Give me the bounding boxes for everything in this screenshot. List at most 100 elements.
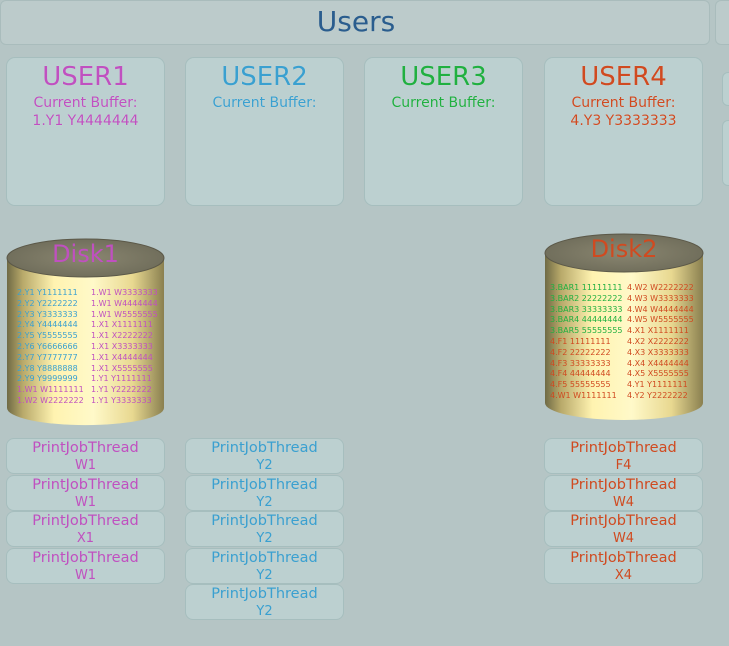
user-name: USER1: [42, 62, 129, 92]
disk-file-entry: 4.F4 44444444: [550, 369, 611, 379]
disk-file-entry: 4.X4 X4444444: [627, 358, 689, 368]
disk-file-entry: 2.Y5 Y5555555: [17, 331, 78, 341]
print-job-target: Y2: [256, 494, 273, 510]
disk-file-entry: 3.BAR5 55555555: [550, 326, 623, 336]
print-job-label: PrintJobThread: [570, 549, 677, 566]
disk-file-entry: 4.W5 W5555555: [627, 315, 694, 325]
disk-file-entry: 3.BAR3 33333333: [550, 304, 623, 314]
disk-file-entry: 1.X1 X5555555: [91, 363, 153, 373]
disk-file-entry: 1.Y1 Y2222222: [91, 385, 152, 395]
user-name: USER4: [580, 62, 667, 92]
print-job-target: X1: [76, 531, 95, 547]
disk-file-entry: 3.BAR2 22222222: [550, 293, 623, 303]
disk-cylinder-icon: [6, 238, 165, 426]
disk-1: Disk1 2.Y1 Y1111111 1.W1 W3333333 2.Y2 Y22…: [6, 238, 165, 426]
disk-file-entry: 1.W1 W5555555: [91, 309, 158, 319]
disk-file-entry: 4.F3 33333333: [550, 358, 611, 368]
buffer-label: Current Buffer:: [33, 95, 138, 111]
disk-file-entry: 1.X1 X3333333: [91, 341, 153, 351]
disk-cylinder-icon: [544, 233, 704, 420]
user-card-2: USER2 Current Buffer:: [185, 57, 344, 206]
disk-file-entry: 4.W3 W3333333: [627, 293, 694, 303]
user-card-1: USER1 Current Buffer: 1.Y1 Y4444444: [6, 57, 165, 206]
disk-file-entry: 2.Y7 Y7777777: [17, 352, 78, 362]
disk-file-entry: 2.Y9 Y9999999: [17, 374, 78, 384]
disk-file-entry: 4.F2 22222222: [550, 347, 611, 357]
user-name: USER2: [221, 62, 308, 92]
print-job-label: PrintJobThread: [32, 440, 139, 456]
disk-file-entry: 4.X3 X3333333: [627, 347, 689, 357]
disk-file-entry: 1.X1 X1111111: [91, 320, 153, 330]
disk-file-entry: 2.Y1 Y1111111: [17, 288, 78, 297]
print-job-label: PrintJobThread: [211, 440, 318, 456]
disk-file-entry: 4.X5 X5555555: [627, 369, 689, 379]
print-job-label: PrintJobThread: [570, 513, 677, 530]
disk-file-entry: 1.X1 X4444444: [91, 352, 153, 362]
disk-label: Disk1: [52, 240, 119, 268]
disk-file-entry: 4.F1 11111111: [550, 336, 611, 346]
buffer-label: Current Buffer:: [391, 95, 496, 111]
print-job-target: X4: [614, 567, 633, 583]
print-job-target: Y2: [256, 604, 273, 620]
print-job-label: PrintJobThread: [570, 476, 677, 493]
disk-file-entry: 1.W1 W3333333: [91, 288, 158, 297]
disk-file-entry: 1.Y1 Y1111111: [91, 374, 152, 384]
print-job-target: Y2: [256, 458, 273, 473]
buffer-label: Current Buffer:: [571, 95, 676, 111]
buffer-value: 1.Y1 Y4444444: [32, 113, 139, 129]
disk-file-entry: 3.BAR4 44444444: [550, 315, 623, 325]
page-title: Users: [316, 5, 396, 38]
buffer-value: 4.Y3 Y3333333: [570, 113, 677, 129]
disk-file-entry: 2.Y8 Y8888888: [17, 363, 78, 373]
user-card-4: USER4 Current Buffer: 4.Y3 Y3333333: [544, 57, 703, 206]
disk-file-entry: 1.X1 X2222222: [91, 331, 153, 341]
print-job-label: PrintJobThread: [211, 549, 318, 566]
side-panel-strip: [722, 120, 729, 186]
print-job-label: PrintJobThread: [211, 513, 318, 530]
user-name: USER3: [400, 62, 487, 92]
print-job-target: W4: [612, 531, 635, 547]
disk-file-entry: 2.Y3 Y3333333: [17, 309, 78, 319]
print-job-label: PrintJobThread: [211, 476, 318, 493]
disk-file-entry: 4.W1 W1111111: [550, 390, 617, 400]
disk-file-entry: 4.X2 X2222222: [627, 336, 689, 346]
side-panel-strip: [722, 72, 729, 106]
disk-file-entry: 2.Y4 Y4444444: [17, 320, 78, 330]
user-card-3: USER3 Current Buffer:: [364, 57, 523, 206]
header-side-panel: [715, 0, 729, 45]
print-job-target: W1: [74, 567, 97, 583]
disk-file-entry: 1.W1 W1111111: [17, 385, 84, 395]
print-job-target: W4: [612, 494, 635, 510]
disk-1-file-list: 2.Y1 Y1111111 1.W1 W3333333 2.Y2 Y2222222 1…: [17, 288, 161, 407]
disk-file-entry: 4.X1 X1111111: [627, 326, 689, 336]
disk-file-entry: 4.Y2 Y2222222: [627, 390, 688, 400]
print-job-target: F4: [615, 458, 632, 473]
disk-file-entry: 3.BAR1 11111111: [550, 283, 623, 292]
disk-file-entry: 4.Y1 Y1111111: [627, 380, 688, 390]
print-job-label: PrintJobThread: [32, 476, 139, 493]
print-job-label: PrintJobThread: [570, 440, 677, 456]
print-job-label: PrintJobThread: [32, 513, 139, 530]
disk-file-entry: 2.Y6 Y6666666: [17, 341, 78, 351]
print-job-target: Y2: [256, 531, 273, 547]
disk-file-entry: 1.Y1 Y3333333: [91, 395, 152, 405]
disk-file-entry: 2.Y2 Y2222222: [17, 298, 78, 308]
users-header: Users: [0, 0, 710, 45]
print-job-label: PrintJobThread: [211, 586, 318, 603]
print-job-target: W1: [74, 494, 97, 510]
